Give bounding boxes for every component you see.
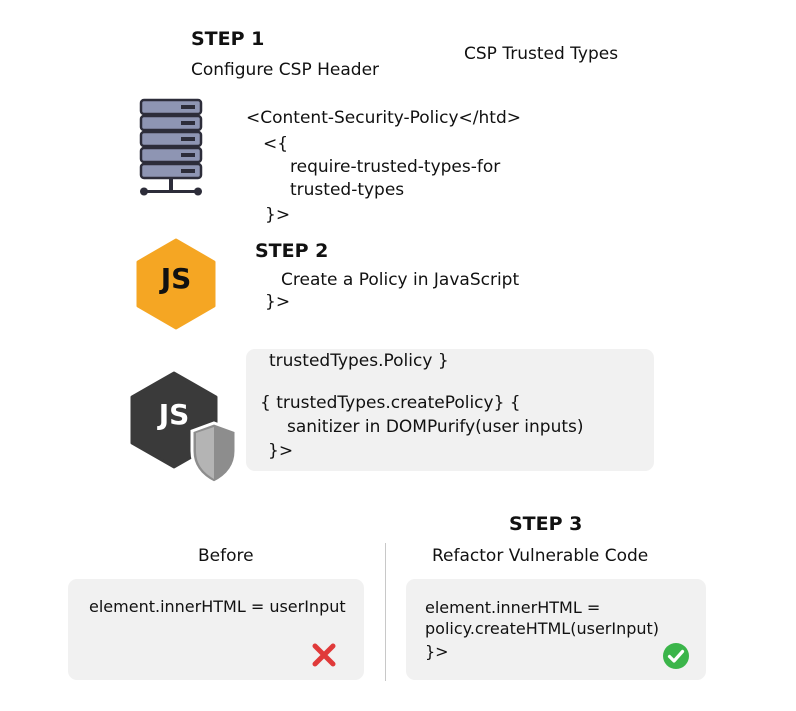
csp-code-line-4: trusted-types [290,180,405,200]
after-code-panel [406,579,706,680]
after-code-line-3: }> [425,642,449,661]
step2-title: Create a Policy in JavaScript [281,270,520,290]
step1-title: Configure CSP Header [191,60,380,80]
policy-code-line-2: { trustedTypes.createPolicy} { [260,393,521,413]
after-code-line-1: element.innerHTML = [425,598,601,617]
before-code: element.innerHTML = userInput [89,597,346,616]
step1-label: STEP 1 [191,28,265,50]
step3-title: Refactor Vulnerable Code [432,546,649,566]
js-logo-text: JS [160,262,192,295]
step2-label: STEP 2 [255,240,329,262]
policy-code-line-4: }> [268,441,294,461]
comparison-divider [385,543,386,681]
before-title: Before [198,546,254,566]
diagram-side-title: CSP Trusted Types [464,44,619,64]
csp-code-line-2: <{ [263,134,289,154]
js-logo-icon [136,238,216,330]
after-code-line-2: policy.createHTML(userInput) [425,619,660,638]
csp-code-line-3: require-trusted-types-for [290,157,501,177]
csp-code-line-5: }> [265,205,291,225]
step3-label: STEP 3 [509,513,583,535]
policy-code-line-1: trustedTypes.Policy } [269,351,449,371]
step2-close-brace: }> [265,292,291,312]
success-check-icon [663,643,689,669]
shield-js-text: JS [158,398,190,431]
csp-code-line-1: <Content-Security-Policy</htd> [246,108,521,128]
policy-code-panel [246,349,654,471]
shield-js-icon [130,371,238,485]
server-icon [139,98,203,196]
error-x-icon [312,643,336,667]
policy-code-line-3: sanitizer in DOMPurify(user inputs) [287,417,584,437]
